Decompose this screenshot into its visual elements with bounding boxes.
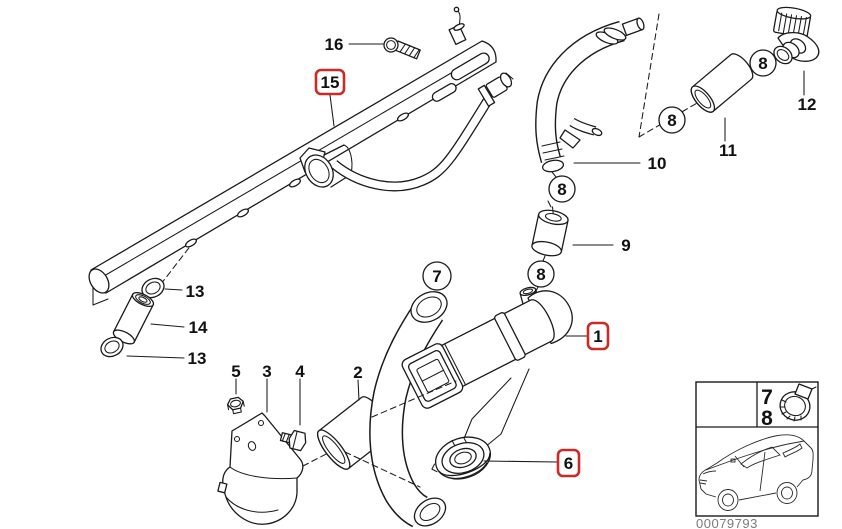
vent-pipe: [535, 17, 645, 173]
callout-3[interactable]: 3: [262, 362, 271, 381]
car-silhouette-icon: [698, 434, 814, 511]
callout-box-1[interactable]: 1: [586, 321, 610, 351]
callout-9[interactable]: 9: [621, 236, 630, 255]
callout-box-15-label[interactable]: 15: [321, 73, 340, 92]
hose-clamp-icon: [779, 383, 817, 422]
inset-legend: 7 8: [695, 381, 819, 517]
callout-circle-7[interactable]: 7: [422, 261, 452, 291]
callout-13-lower[interactable]: 13: [188, 349, 207, 368]
callout-12[interactable]: 12: [798, 95, 817, 114]
valve-collar: [494, 312, 526, 361]
callout-4[interactable]: 4: [295, 362, 305, 381]
bracket-bolt: [279, 429, 307, 452]
callout-circle-8-hose-right[interactable]: 8: [749, 49, 777, 77]
callout-13-upper[interactable]: 13: [186, 282, 205, 301]
callout-circle-8-pipe[interactable]: 8: [548, 175, 576, 203]
callout-box-6[interactable]: 6: [556, 448, 581, 478]
mounting-bracket: [217, 412, 304, 525]
callout-box-6-label[interactable]: 6: [564, 454, 573, 473]
grommet: [431, 436, 491, 480]
callout-circle-8-hose-left[interactable]: 8: [658, 106, 686, 134]
callout-16[interactable]: 16: [325, 35, 344, 54]
callout-10[interactable]: 10: [648, 154, 667, 173]
plain-callouts: 2 3 4 5 9 10 11 12 13 13 14 16: [186, 35, 817, 382]
watermark-number: 00079793: [696, 516, 758, 529]
rail-screw: [383, 37, 421, 60]
o-ring-lower: [100, 336, 124, 358]
pipe-tab: [559, 129, 581, 149]
fuel-rail: [88, 6, 514, 306]
callout-circle-8-label[interactable]: 8: [536, 265, 545, 284]
callout-circle-7-label[interactable]: 7: [432, 267, 441, 286]
callout-5[interactable]: 5: [231, 362, 240, 381]
inset-clamp-8-label[interactable]: 8: [761, 407, 773, 430]
callout-box-1-label[interactable]: 1: [593, 327, 602, 346]
callout-2[interactable]: 2: [353, 363, 362, 382]
valve-body: [440, 299, 555, 388]
elbow-fitting: [773, 6, 820, 65]
regulator-cup: [299, 144, 353, 188]
connector-hose: [690, 53, 754, 113]
callout-circle-8-label[interactable]: 8: [557, 180, 566, 199]
callout-circle-8-label[interactable]: 8: [758, 54, 767, 73]
return-pipe: [330, 72, 514, 192]
callout-circle-8-valve[interactable]: 8: [527, 260, 555, 288]
leader-lines: [126, 43, 805, 463]
callout-circle-8-label[interactable]: 8: [667, 111, 676, 130]
rail-slot: [450, 52, 490, 81]
rail-slot: [431, 82, 457, 102]
rail-open-end: [88, 268, 110, 294]
inset-clamp-7-label[interactable]: 7: [761, 386, 773, 409]
callout-14[interactable]: 14: [189, 318, 208, 337]
callout-box-15[interactable]: 15: [314, 68, 346, 96]
spacer-bush: [531, 206, 569, 257]
curved-hose: [369, 291, 448, 528]
alignment-dashed-lines-over: [344, 380, 457, 488]
hex-nut: [226, 396, 245, 415]
idle-control-valve: [401, 290, 573, 409]
callout-11[interactable]: 11: [719, 141, 737, 160]
pressure-regulator-body: [112, 292, 155, 345]
bleed-valve: [448, 6, 467, 46]
